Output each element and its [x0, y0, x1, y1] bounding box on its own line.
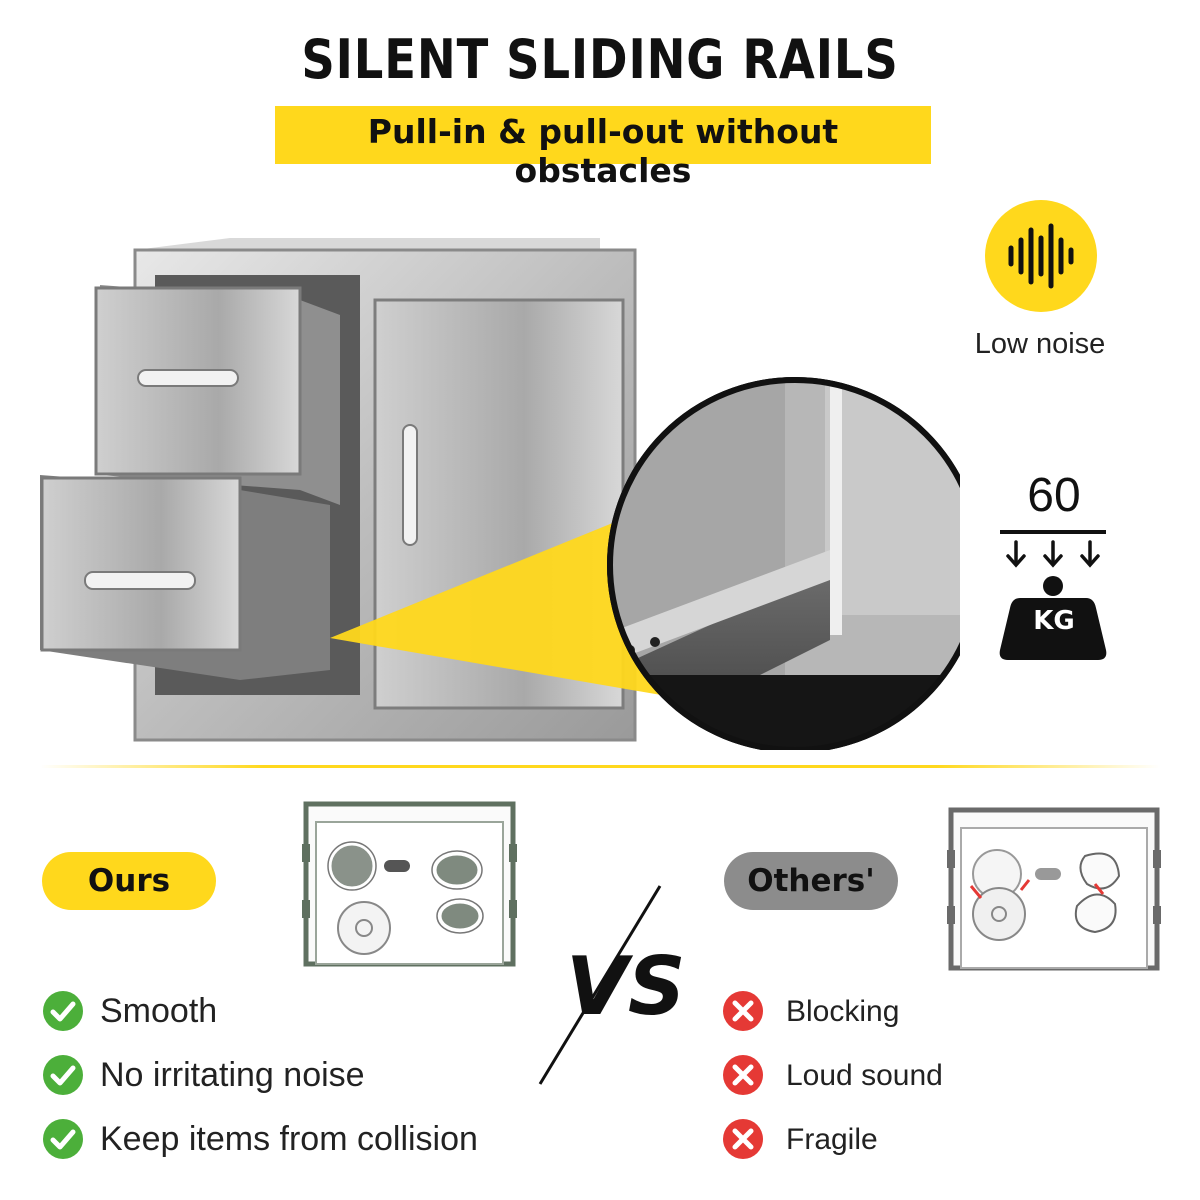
- list-item: Smooth: [42, 990, 642, 1034]
- list-item: Loud sound: [722, 1054, 1162, 1098]
- others-point-text: Fragile: [786, 1123, 878, 1156]
- others-point-text: Loud sound: [786, 1059, 943, 1092]
- top-drawer-handle: [137, 369, 239, 387]
- list-item: Blocking: [722, 990, 1162, 1034]
- x-circle-icon: [723, 1055, 763, 1095]
- load-unit: KG: [1033, 606, 1075, 636]
- list-item: No irritating noise: [42, 1054, 642, 1098]
- ours-point-text: Keep items from collision: [100, 1120, 478, 1158]
- check-circle-icon: [43, 1119, 83, 1159]
- bottom-drawer: [40, 476, 242, 652]
- ours-point-text: Smooth: [100, 992, 218, 1030]
- ours-rail-diagram: [302, 801, 517, 967]
- ours-badge: Ours: [42, 852, 216, 910]
- vs-slash: [538, 885, 662, 1085]
- door-handle: [402, 424, 418, 546]
- weight-icon: [999, 530, 1107, 660]
- others-badge: Others': [724, 852, 898, 910]
- load-value: 60: [1027, 469, 1081, 522]
- page-title: SILENT SLIDING RAILS: [301, 28, 899, 91]
- subtitle-banner: [275, 106, 931, 164]
- product-illustration: [40, 238, 960, 750]
- low-noise-label: Low noise: [974, 328, 1106, 360]
- x-circle-icon: [723, 1119, 763, 1159]
- x-circle-icon: [723, 991, 763, 1031]
- ours-point-text: No irritating noise: [100, 1056, 365, 1094]
- list-item: Fragile: [722, 1118, 1162, 1162]
- subtitle-text: Pull-in & pull-out without obstacles: [367, 112, 839, 190]
- check-circle-icon: [43, 1055, 83, 1095]
- zoom-callout: [330, 520, 690, 700]
- bottom-drawer-handle: [84, 571, 196, 590]
- check-circle-icon: [43, 991, 83, 1031]
- others-rail-diagram: [947, 807, 1161, 971]
- vs-label: VS: [566, 940, 686, 1033]
- sound-wave-icon: [985, 200, 1097, 312]
- section-divider: [40, 765, 1160, 768]
- list-item: Keep items from collision: [42, 1118, 642, 1162]
- others-point-text: Blocking: [786, 995, 900, 1028]
